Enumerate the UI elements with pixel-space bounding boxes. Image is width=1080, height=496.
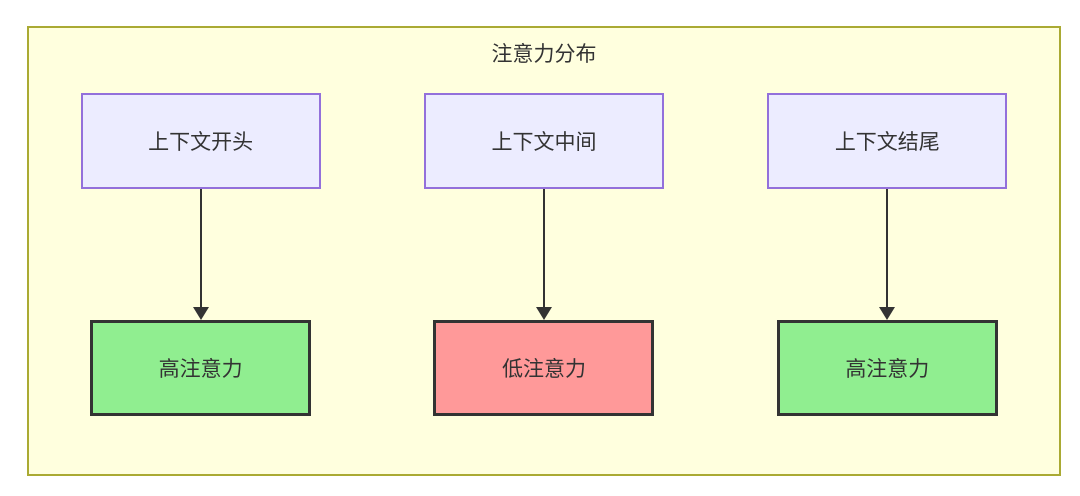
- arrow-line: [886, 189, 889, 308]
- column-context-middle: 上下文中间 低注意力: [423, 93, 664, 416]
- arrow-middle-to-low: [535, 189, 552, 320]
- node-high-attention-2: 高注意力: [776, 320, 998, 416]
- node-context-start: 上下文开头: [80, 93, 321, 189]
- column-context-end: 上下文结尾 高注意力: [767, 93, 1008, 416]
- diagram-columns: 上下文开头 高注意力 上下文中间 低注意力 上下文结尾: [29, 93, 1059, 416]
- arrow-line: [199, 189, 202, 308]
- column-context-start: 上下文开头 高注意力: [80, 93, 321, 416]
- node-context-middle: 上下文中间: [423, 93, 664, 189]
- arrow-start-to-high: [192, 189, 209, 320]
- diagram-title: 注意力分布: [491, 43, 597, 66]
- attention-distribution-group: 注意力分布 上下文开头 高注意力 上下文中间 低注意力 上下文结尾: [27, 26, 1061, 476]
- node-context-end: 上下文结尾: [767, 93, 1008, 189]
- arrow-end-to-high: [879, 189, 896, 320]
- node-low-attention: 低注意力: [433, 320, 655, 416]
- node-high-attention-1: 高注意力: [90, 320, 312, 416]
- arrowhead-down-icon: [535, 307, 552, 320]
- arrowhead-down-icon: [192, 307, 209, 320]
- arrowhead-down-icon: [879, 307, 896, 320]
- arrow-line: [542, 189, 545, 308]
